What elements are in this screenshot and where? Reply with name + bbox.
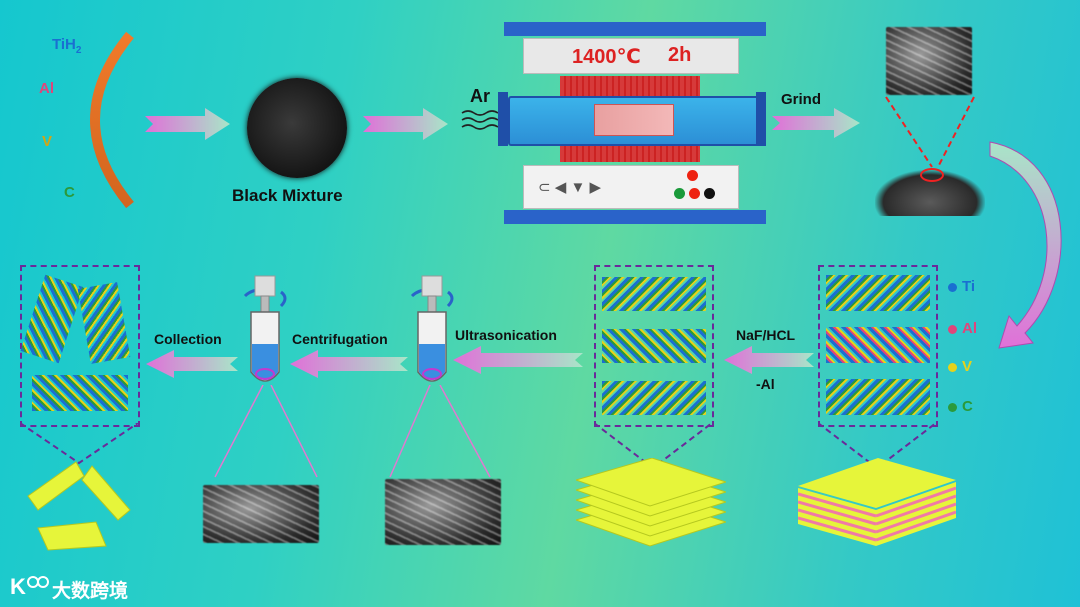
furnace-bottom-plate <box>504 210 766 224</box>
arrow-etch <box>724 346 814 374</box>
crystal-layer <box>602 277 706 311</box>
sample-boat <box>594 104 674 136</box>
furnace-top-plate <box>504 22 766 36</box>
centrifuge-tube <box>243 275 287 382</box>
arrow-collection <box>146 350 238 378</box>
arrow-grind <box>772 108 860 138</box>
crystal-layer <box>20 274 84 364</box>
arrow-ultrasonication <box>453 346 583 374</box>
element-v: V <box>42 133 53 150</box>
crystal-layer <box>32 375 128 411</box>
curved-arrow-down <box>989 141 1062 349</box>
zoom-lines <box>885 96 975 168</box>
zoom-lines <box>389 385 491 478</box>
step-centrifugation: Centrifugation <box>292 331 388 347</box>
element-al: Al <box>39 80 54 97</box>
furnace-control-panel: ⊂ ◀ ▼ ▶ <box>523 165 739 209</box>
gas-flow-icon <box>461 110 499 130</box>
zoom-lines <box>214 385 318 478</box>
arrow-centrifugation <box>290 350 408 378</box>
crystal-layer <box>77 282 131 364</box>
step-etch: NaF/HCL <box>736 327 796 343</box>
crystal-layer <box>602 381 706 415</box>
svg-text:K: K <box>10 574 26 599</box>
ar-label: Ar <box>470 86 491 106</box>
furnace-display: 1400℃ 2h <box>523 38 739 74</box>
nanosheet-flakes <box>27 461 131 551</box>
ultrasonic-tube <box>410 275 454 382</box>
arrow-furnace <box>363 108 448 140</box>
sem-ultrasonicated-image <box>385 479 501 545</box>
expand-lines <box>20 423 138 465</box>
crystal-layer <box>826 275 930 311</box>
step-grind: Grind <box>781 91 821 108</box>
step-collection: Collection <box>154 331 222 347</box>
etched-mxene-structure <box>594 265 714 427</box>
green-indicator <box>674 188 685 199</box>
black-indicator <box>704 188 715 199</box>
layered-stack-yellow <box>576 458 726 547</box>
watermark-text: 大数跨境 <box>52 580 129 602</box>
arrow-mix <box>145 108 230 140</box>
control-icons: ⊂ ◀ ▼ ▶ <box>538 179 601 196</box>
sem-max-phase-image <box>886 27 972 95</box>
tube-cap-left <box>498 92 508 146</box>
step-ultrasonication: Ultrasonication <box>455 327 557 343</box>
crystal-layer <box>602 329 706 363</box>
black-mixture-ball <box>247 78 347 178</box>
mixture-label: Black Mixture <box>232 186 343 205</box>
zoom-circle <box>920 168 944 182</box>
nanosheet-structure <box>20 265 140 427</box>
element-tih2: TiH2 <box>52 36 82 56</box>
crystal-layer <box>826 379 930 415</box>
max-phase-structure <box>818 265 938 427</box>
layered-stack-pink <box>798 458 956 546</box>
element-c: C <box>64 184 75 201</box>
red-indicator-2 <box>689 188 700 199</box>
tube-cap-right <box>756 92 766 146</box>
red-indicator <box>687 170 698 181</box>
furnace-tube <box>508 96 760 146</box>
step-etch-al: -Al <box>756 376 775 392</box>
watermark-logo-icon: K <box>10 574 49 599</box>
sem-centrifuged-image <box>203 485 319 543</box>
crystal-layer <box>826 327 930 363</box>
input-arc <box>90 31 134 209</box>
